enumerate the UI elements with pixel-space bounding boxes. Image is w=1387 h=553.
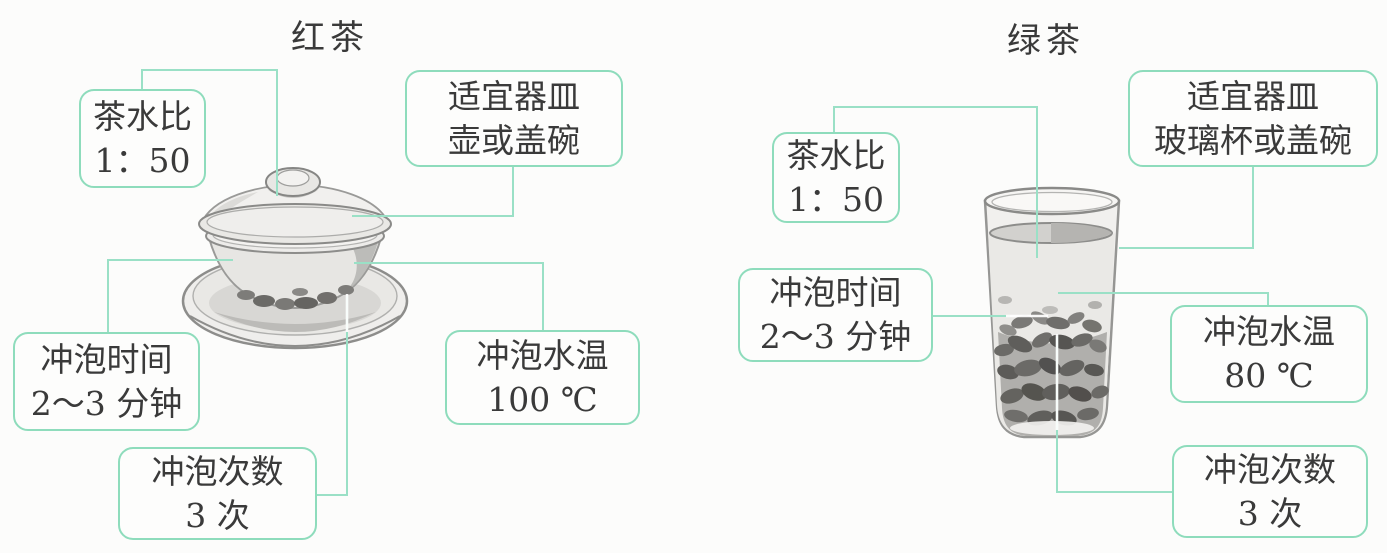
glass-rim (983, 186, 1121, 216)
green-tea-illustration (983, 186, 1121, 439)
connector-count-black (315, 296, 348, 496)
label-title: 适宜器皿 (448, 76, 580, 116)
label-title: 茶水比 (93, 96, 192, 136)
label-title: 冲泡时间 (769, 273, 902, 313)
black-tea-illustration (181, 167, 409, 350)
label-box-vessel-green: 适宜器皿 玻璃杯或盖碗 (1128, 70, 1378, 167)
label-title: 冲泡次数 (1204, 449, 1336, 489)
label-value: 2～3 分钟 (30, 383, 183, 423)
label-value: 3 次 (1237, 493, 1303, 533)
connector-vessel-green (1119, 167, 1254, 249)
connector-time-black (107, 259, 233, 332)
label-box-time-black: 冲泡时间 2～3 分钟 (13, 332, 200, 431)
glass-base (1010, 421, 1094, 435)
connector-temp-black (354, 262, 544, 330)
label-box-count-green: 冲泡次数 3 次 (1172, 445, 1368, 538)
label-value: 100 ℃ (487, 379, 598, 419)
label-box-count-black: 冲泡次数 3 次 (118, 447, 317, 540)
label-value: 1：50 (788, 179, 884, 219)
label-title: 冲泡水温 (1203, 312, 1335, 352)
green-tea-title: 绿茶 (1007, 21, 1085, 61)
connector-temp-green (1058, 292, 1269, 305)
tea-leaves (994, 296, 1109, 436)
connector-vessel-black (352, 167, 514, 217)
label-title: 适宜器皿 (1187, 76, 1319, 116)
label-value: 壶或盖碗 (448, 120, 580, 160)
label-title: 冲泡水温 (476, 335, 609, 375)
label-value: 3 次 (185, 495, 250, 535)
label-value: 玻璃杯或盖碗 (1154, 120, 1352, 160)
label-box-ratio-black: 茶水比 1：50 (79, 89, 206, 188)
gaiwan-lid (198, 184, 392, 245)
label-value: 1：50 (94, 140, 191, 180)
label-title: 冲泡时间 (40, 339, 173, 379)
black-tea-title: 红茶 (291, 18, 369, 58)
label-box-temp-green: 冲泡水温 80 ℃ (1170, 305, 1368, 403)
connector-ratio-black (141, 69, 278, 196)
label-title: 冲泡次数 (151, 451, 284, 491)
label-box-ratio-green: 茶水比 1：50 (772, 132, 900, 223)
label-value: 80 ℃ (1224, 356, 1314, 395)
connector-ratio-green (833, 106, 1038, 258)
label-value: 2～3 分钟 (759, 317, 912, 356)
label-box-temp-black: 冲泡水温 100 ℃ (445, 330, 640, 425)
label-title: 茶水比 (786, 135, 886, 175)
gaiwan-leaf-pattern (237, 285, 354, 310)
label-box-vessel-black: 适宜器皿 壶或盖碗 (405, 70, 623, 167)
label-box-time-green: 冲泡时间 2～3 分钟 (738, 268, 933, 362)
water-surface (989, 222, 1113, 244)
